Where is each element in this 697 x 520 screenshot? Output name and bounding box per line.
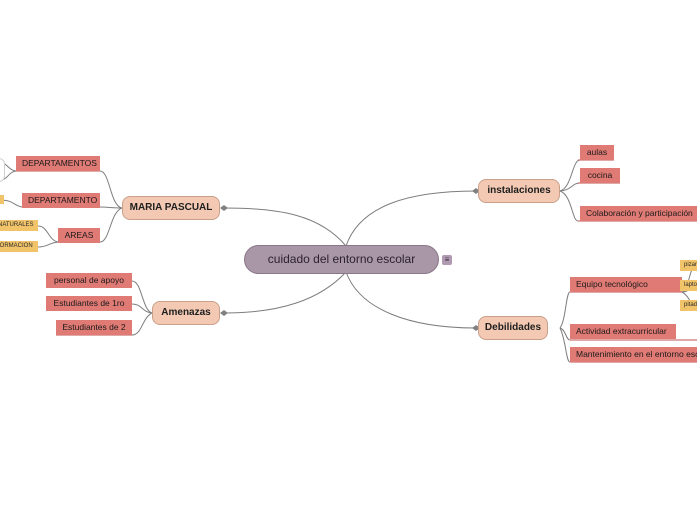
subtopic-aulas[interactable]: aulas bbox=[580, 145, 614, 160]
leaf-pizarra[interactable]: pizarra bbox=[680, 260, 697, 271]
central-topic[interactable]: cuidado del entorno escolar bbox=[244, 245, 439, 274]
subtopic-personal-de-apoyo[interactable]: personal de apoyo bbox=[46, 273, 132, 288]
subtopic-areas[interactable]: AREAS bbox=[58, 228, 100, 243]
subtopic-equipo-tecnologico[interactable]: Equipo tecnológico bbox=[570, 277, 682, 292]
subtopic-departamentos[interactable]: DEPARTAMENTOS bbox=[16, 156, 100, 171]
topic-maria-pascual[interactable]: MARIA PASCUAL bbox=[122, 196, 220, 220]
subtopic-estudiantes-1ro[interactable]: Estudiantes de 1ro bbox=[46, 296, 132, 311]
subtopic-estudiantes-2[interactable]: Estudiantes de 2 bbox=[56, 320, 132, 335]
collapsed-leaf-node[interactable] bbox=[0, 195, 4, 204]
leaf-pitador[interactable]: pitador bbox=[680, 300, 697, 311]
collapsed-node[interactable] bbox=[0, 158, 5, 182]
subtopic-actividad-extracurricular[interactable]: Actividad extracurricular bbox=[570, 324, 676, 339]
leaf-naturales[interactable]: NATURALES bbox=[0, 220, 38, 231]
topic-debilidades[interactable]: Debilidades bbox=[478, 316, 548, 340]
leaf-formacion[interactable]: FORMACION bbox=[0, 241, 38, 252]
topic-amenazas[interactable]: Amenazas bbox=[152, 301, 220, 325]
subtopic-departamento[interactable]: DEPARTAMENTO bbox=[22, 193, 100, 208]
subtopic-colaboracion-participacion[interactable]: Colaboración y participación bbox=[580, 206, 697, 221]
notes-icon[interactable]: ≡ bbox=[442, 255, 452, 265]
subtopic-mantenimiento-entorno[interactable]: Mantenimiento en el entorno escolar bbox=[570, 347, 697, 362]
topic-instalaciones[interactable]: instalaciones bbox=[478, 179, 560, 203]
subtopic-cocina[interactable]: cocina bbox=[580, 168, 620, 183]
